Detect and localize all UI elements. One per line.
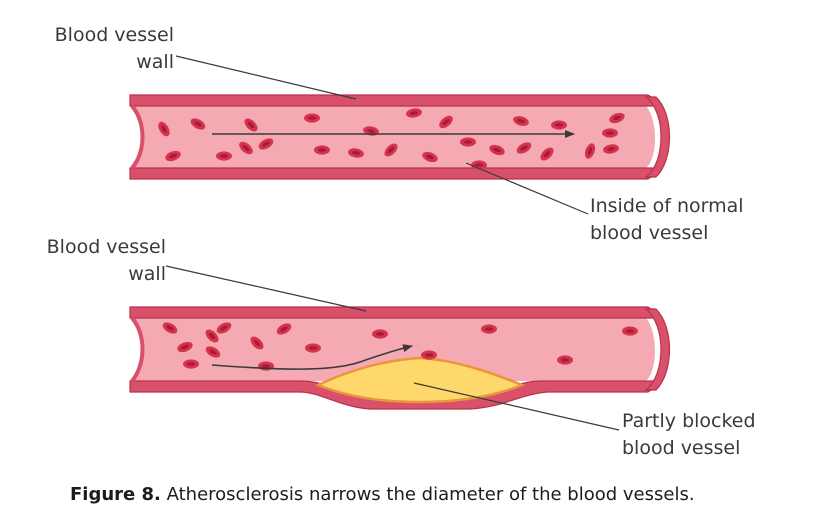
top-wall-leader-line xyxy=(175,55,357,100)
figure-number: Figure 8. xyxy=(70,484,161,505)
red-blood-cell xyxy=(304,113,320,123)
inside-normal-label: Inside of normal blood vessel xyxy=(590,193,744,247)
normal-red-blood-cells xyxy=(158,108,625,170)
red-blood-cell xyxy=(244,118,258,132)
red-blood-cell xyxy=(516,142,532,154)
red-blood-cell xyxy=(540,147,554,161)
top-wall-label-line2: wall xyxy=(136,51,174,73)
red-blood-cell xyxy=(250,336,264,350)
red-blood-cell xyxy=(314,145,330,155)
normal-vessel-open-end xyxy=(644,96,671,178)
red-blood-cell xyxy=(177,341,193,353)
red-blood-cell xyxy=(421,350,437,360)
red-blood-cell xyxy=(183,359,199,369)
red-blood-cell xyxy=(460,137,476,147)
bottom-wall-label-line1: Blood vessel xyxy=(46,236,166,258)
blocked-flow-arrow xyxy=(211,344,413,370)
inside-normal-label-line2: blood vessel xyxy=(590,222,709,244)
normal-vessel-top-wall xyxy=(129,94,658,107)
partly-blocked-leader-line xyxy=(413,382,620,431)
red-blood-cell xyxy=(584,143,596,159)
blocked-blood-vessel xyxy=(129,306,671,410)
red-blood-cell xyxy=(622,326,638,336)
red-blood-cell xyxy=(481,324,497,334)
plaque-deposit xyxy=(314,356,526,404)
red-blood-cell xyxy=(513,116,529,126)
inside-normal-label-line1: Inside of normal xyxy=(590,195,744,217)
blocked-vessel-open-end xyxy=(644,308,671,391)
red-blood-cell xyxy=(439,115,453,129)
bottom-wall-leader-line xyxy=(165,265,367,312)
red-blood-cell xyxy=(406,108,422,118)
figure-caption: Figure 8. Atherosclerosis narrows the di… xyxy=(70,484,695,505)
normal-blood-vessel xyxy=(129,94,671,180)
red-blood-cell xyxy=(348,148,364,158)
blocked-vessel-left-edge xyxy=(130,316,145,383)
red-blood-cell xyxy=(216,322,232,334)
red-blood-cell xyxy=(372,329,388,339)
blocked-red-blood-cells xyxy=(162,322,638,371)
inside-normal-leader-line xyxy=(465,162,589,215)
red-blood-cell xyxy=(239,141,253,155)
red-blood-cell xyxy=(609,112,625,124)
red-blood-cell xyxy=(205,329,219,343)
red-blood-cell xyxy=(551,120,567,130)
red-blood-cell xyxy=(258,138,274,150)
red-blood-cell xyxy=(489,144,505,156)
top-wall-label: Blood vessel wall xyxy=(40,22,174,76)
red-blood-cell xyxy=(602,128,618,138)
red-blood-cell xyxy=(162,322,178,334)
figure-caption-text: Atherosclerosis narrows the diameter of … xyxy=(166,484,695,505)
partly-blocked-label-line1: Partly blocked xyxy=(622,410,756,432)
top-wall-label-line1: Blood vessel xyxy=(54,24,174,46)
red-blood-cell xyxy=(205,346,221,358)
blocked-vessel-top-wall xyxy=(129,306,658,319)
red-blood-cell xyxy=(422,151,438,163)
bottom-wall-label: Blood vessel wall xyxy=(32,234,166,288)
red-blood-cell xyxy=(557,355,573,365)
red-blood-cell xyxy=(276,323,292,335)
red-blood-cell xyxy=(190,118,206,130)
red-blood-cell xyxy=(384,143,398,157)
red-blood-cell xyxy=(305,343,321,353)
normal-vessel-left-edge xyxy=(130,104,145,170)
red-blood-cell xyxy=(165,150,181,162)
partly-blocked-label-line2: blood vessel xyxy=(622,437,741,459)
red-blood-cell xyxy=(603,144,619,154)
red-blood-cell xyxy=(216,151,232,161)
red-blood-cell xyxy=(158,121,170,137)
normal-vessel-bottom-wall xyxy=(129,167,658,180)
normal-vessel-lumen xyxy=(132,106,655,168)
partly-blocked-label: Partly blocked blood vessel xyxy=(622,408,756,462)
bottom-wall-label-line2: wall xyxy=(128,263,166,285)
